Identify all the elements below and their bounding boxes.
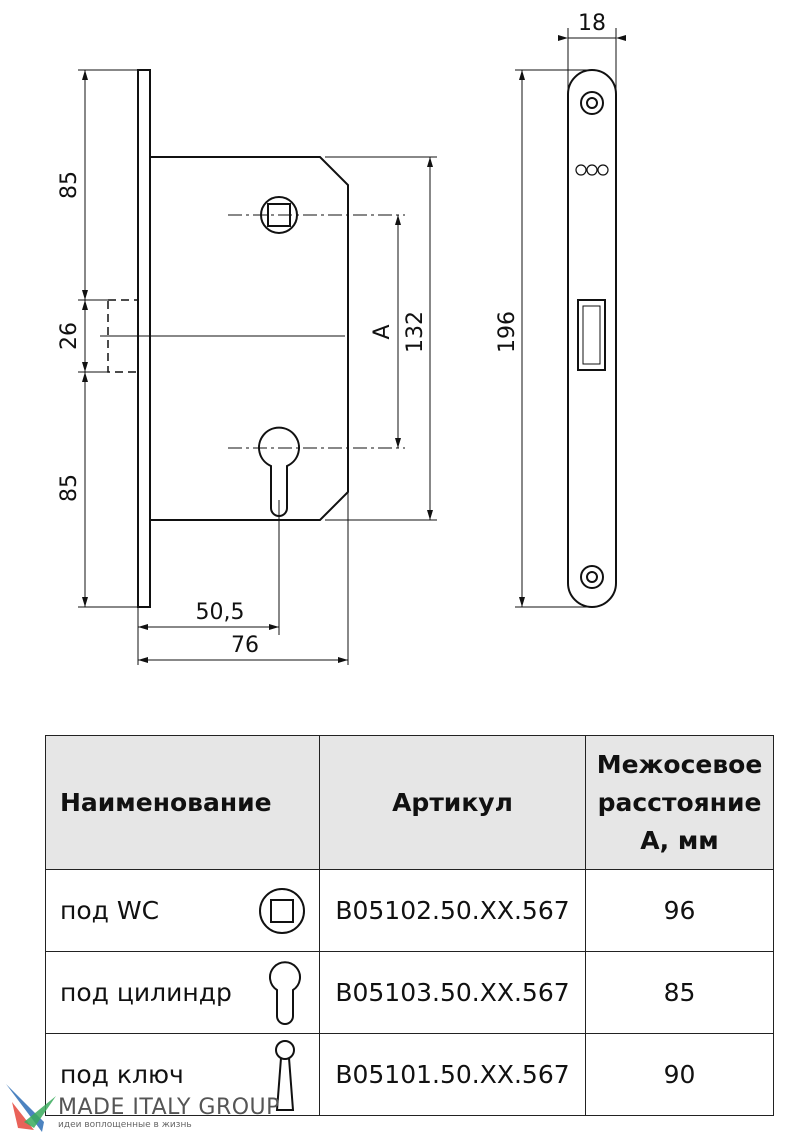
row-article: B05101.50.XX.567 (319, 1033, 586, 1116)
lock-technical-drawing: 85 26 85 A 132 50,5 76 18 196 (57, 11, 626, 665)
cylinder-keyhole-icon (269, 960, 301, 1025)
dim-196: 196 (495, 311, 520, 353)
made-italy-group-logo-icon (6, 1084, 56, 1132)
wc-square-icon (259, 887, 305, 934)
watermark-subtitle: идеи воплощенные в жизнь (58, 1120, 192, 1130)
dim-50-5: 50,5 (196, 600, 245, 625)
dim-top-85: 85 (57, 171, 82, 199)
row-distance: 90 (585, 1033, 774, 1116)
row-article: B05103.50.XX.567 (319, 951, 586, 1034)
dim-18: 18 (578, 11, 606, 36)
row-article: B05102.50.XX.567 (319, 869, 586, 952)
table-row: под WC B05102.50.XX.567 96 (45, 869, 774, 952)
faceplate-front (567, 69, 617, 608)
table-header-row: Наименование Артикул Межосевое расстояни… (45, 735, 774, 870)
lock-variants-table: Наименование Артикул Межосевое расстояни… (45, 735, 774, 1116)
dim-76: 76 (231, 633, 259, 658)
header-name: Наименование (45, 735, 320, 870)
header-distance: Межосевое расстояние А, мм (585, 735, 774, 870)
lock-body (150, 156, 349, 521)
key-keyhole-icon (275, 1039, 295, 1111)
row-distance: 96 (585, 869, 774, 952)
dim-latch-26: 26 (57, 322, 82, 350)
header-article: Артикул (319, 735, 586, 870)
dim-132: 132 (403, 311, 428, 353)
row-name: под ключ (60, 1060, 184, 1089)
dim-bottom-85: 85 (57, 474, 82, 502)
dim-A: A (370, 324, 395, 339)
row-name: под WC (60, 896, 160, 925)
table-row: под цилиндр B05103.50.XX.567 85 (45, 951, 774, 1034)
cylinder-hole (258, 426, 300, 517)
row-name: под цилиндр (60, 978, 232, 1007)
row-distance: 85 (585, 951, 774, 1034)
faceplate-side (137, 69, 151, 608)
table-row: под ключ B05101.50.XX.567 90 (45, 1033, 774, 1116)
watermark-title: MADE ITALY GROUP (58, 1095, 280, 1120)
